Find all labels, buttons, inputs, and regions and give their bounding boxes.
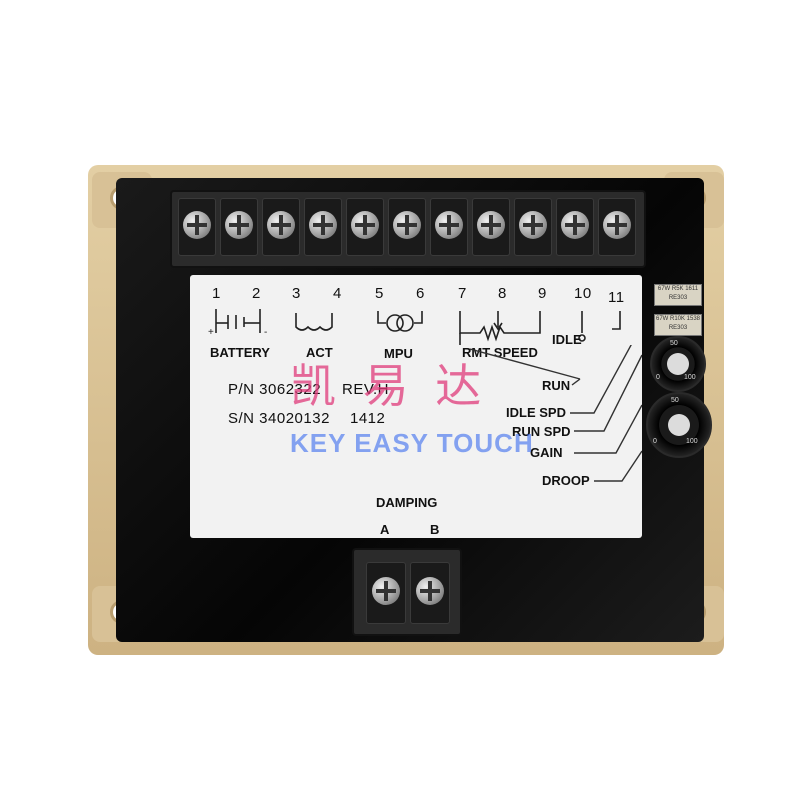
terminal-11[interactable]	[598, 198, 636, 256]
screw-icon	[603, 211, 631, 239]
screw-icon	[435, 211, 463, 239]
terminal-number: 4	[333, 285, 342, 302]
dial-knob-icon	[667, 353, 689, 375]
pot-scale-max: 100	[686, 438, 698, 445]
leader-lines	[470, 345, 642, 482]
wiring-schematic-icon: + -	[208, 309, 621, 345]
date-code: 1412	[350, 410, 386, 427]
screw-icon	[183, 211, 211, 239]
idle-spd-label: IDLE SPD	[506, 405, 566, 420]
pot-scale-min: 0	[653, 438, 657, 445]
mpu-label: MPU	[384, 346, 413, 361]
damping-terminal-b-label: B	[430, 522, 440, 537]
part-number: P/N 3062322	[228, 381, 322, 398]
terminal-7[interactable]	[430, 198, 468, 256]
resistor-r10k: 67W R10K 1538 RE303	[654, 314, 702, 336]
serial-number: S/N 34020132	[228, 410, 330, 427]
dial-knob-icon	[668, 414, 690, 436]
terminal-number: 10	[574, 285, 592, 302]
gain-label: GAIN	[530, 445, 563, 460]
pot-scale-mid: 50	[670, 340, 678, 347]
screw-icon	[225, 211, 253, 239]
terminal-6[interactable]	[388, 198, 426, 256]
terminal-number: 3	[292, 285, 301, 302]
damping-terminal-b[interactable]	[410, 562, 450, 624]
screw-icon	[561, 211, 589, 239]
screw-icon	[477, 211, 505, 239]
idle-label: IDLE	[552, 332, 582, 347]
rmt-speed-label: RMT SPEED	[462, 345, 538, 360]
pot-scale-min: 0	[656, 374, 660, 381]
gain-potentiometer[interactable]: 50 0 100	[650, 336, 706, 392]
terminal-2[interactable]	[220, 198, 258, 256]
screw-icon	[416, 577, 444, 605]
screw-icon	[372, 577, 400, 605]
terminal-10[interactable]	[556, 198, 594, 256]
run-spd-label: RUN SPD	[512, 424, 571, 439]
screw-icon	[519, 211, 547, 239]
terminal-block	[170, 190, 646, 268]
svg-text:-: -	[264, 327, 267, 338]
watermark-english: KEY EASY TOUCH	[290, 428, 534, 458]
terminal-number: 7	[458, 285, 467, 302]
terminal-5[interactable]	[346, 198, 384, 256]
terminal-number: 5	[375, 285, 384, 302]
terminal-number: 11	[608, 289, 625, 306]
wiring-label: 1 2 3 4 5 6 7 8 9 10 11	[190, 275, 642, 538]
terminal-number: 1	[212, 285, 221, 302]
terminal-number: 6	[416, 285, 425, 302]
resistor-r5k: 67W R5K 1611 RE303	[654, 284, 702, 306]
terminal-number: 2	[252, 285, 261, 302]
droop-label: DROOP	[542, 473, 590, 488]
terminal-4[interactable]	[304, 198, 342, 256]
act-label: ACT	[306, 345, 333, 360]
pot-scale-mid: 50	[671, 397, 679, 404]
svg-text:+: +	[208, 327, 214, 338]
screw-icon	[309, 211, 337, 239]
watermark-chinese: 凯 易 达	[290, 359, 488, 413]
terminal-8[interactable]	[472, 198, 510, 256]
battery-label: BATTERY	[210, 345, 270, 360]
revision: REV.H	[342, 381, 389, 398]
screw-icon	[267, 211, 295, 239]
pot-scale-max: 100	[684, 374, 696, 381]
screw-icon	[351, 211, 379, 239]
droop-potentiometer[interactable]: 50 0 100	[646, 392, 712, 458]
terminal-number: 8	[498, 285, 507, 302]
terminal-1[interactable]	[178, 198, 216, 256]
terminal-3[interactable]	[262, 198, 300, 256]
screw-icon	[393, 211, 421, 239]
damping-terminal-block	[352, 548, 462, 636]
run-label: RUN	[542, 378, 571, 393]
terminal-9[interactable]	[514, 198, 552, 256]
terminal-number: 9	[538, 285, 547, 302]
damping-label: DAMPING	[376, 495, 438, 510]
damping-terminal-a-label: A	[380, 522, 390, 537]
damping-terminal-a[interactable]	[366, 562, 406, 624]
